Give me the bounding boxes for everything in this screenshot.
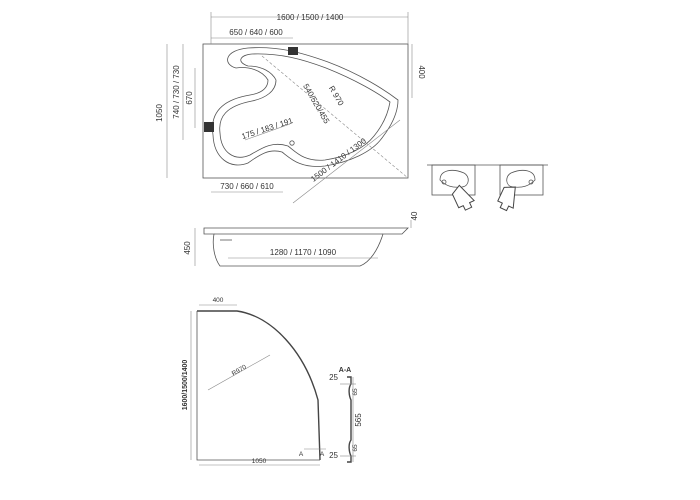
panel-height-label: 1600/1500/1400	[182, 360, 189, 411]
top-width-label: 1600 / 1500 / 1400	[277, 13, 344, 22]
right-side-label: 400	[417, 65, 426, 79]
panel-outline	[197, 310, 321, 461]
drain-offset-label: 175 / 183 / 191	[240, 116, 294, 141]
radius-label: R 970	[327, 84, 346, 107]
section-view: A-A 25 65 565 65 25	[329, 367, 363, 463]
section-title: A-A	[339, 367, 351, 374]
bathtub-outline	[202, 43, 409, 179]
orientation-icons	[427, 164, 548, 212]
faucet-icon	[288, 47, 298, 55]
side-length-label: 1280 / 1170 / 1090	[270, 248, 337, 257]
rim-label: 40	[410, 211, 419, 220]
bathtub-basin-inner	[219, 53, 391, 161]
drain-icon	[289, 140, 295, 146]
panel-view: 400 R970 1600/1500/1400 1050 A A	[182, 297, 326, 466]
panel-radius-label: R970	[231, 364, 248, 378]
section-mark-a-right: A	[320, 451, 325, 458]
panel-width-label: 1050	[252, 458, 267, 465]
section-lower-label: 65	[352, 444, 359, 452]
arrow-right-icon	[497, 186, 516, 212]
overflow-icon	[204, 122, 214, 132]
depth-label: 540/520/455	[301, 82, 331, 126]
panel-top-label: 400	[213, 297, 224, 304]
side-height-label: 450	[183, 241, 192, 255]
section-mark-a-left: A	[299, 451, 304, 458]
section-bottom-label: 25	[329, 451, 338, 460]
arrow-left-icon	[451, 184, 475, 211]
section-middle-label: 565	[354, 413, 363, 427]
side-view: 40 450 1280 / 1170 / 1090	[183, 211, 419, 267]
inner-top-label: 650 / 640 / 600	[229, 28, 283, 37]
left-dims-label: 740 / 730 / 730	[172, 65, 181, 119]
bottom-left-label: 730 / 660 / 610	[220, 182, 274, 191]
section-top-label: 25	[329, 373, 338, 382]
section-profile	[347, 376, 352, 463]
bathtub-side-outline	[203, 227, 409, 267]
bathtub-basin	[212, 47, 399, 167]
top-view: 1600 / 1500 / 1400 650 / 640 / 600 400 1…	[155, 12, 426, 204]
right-version-icon	[499, 164, 544, 196]
inner-left-label: 670	[185, 91, 194, 105]
total-height-label: 1050	[155, 104, 164, 122]
section-upper-label: 65	[352, 388, 359, 396]
